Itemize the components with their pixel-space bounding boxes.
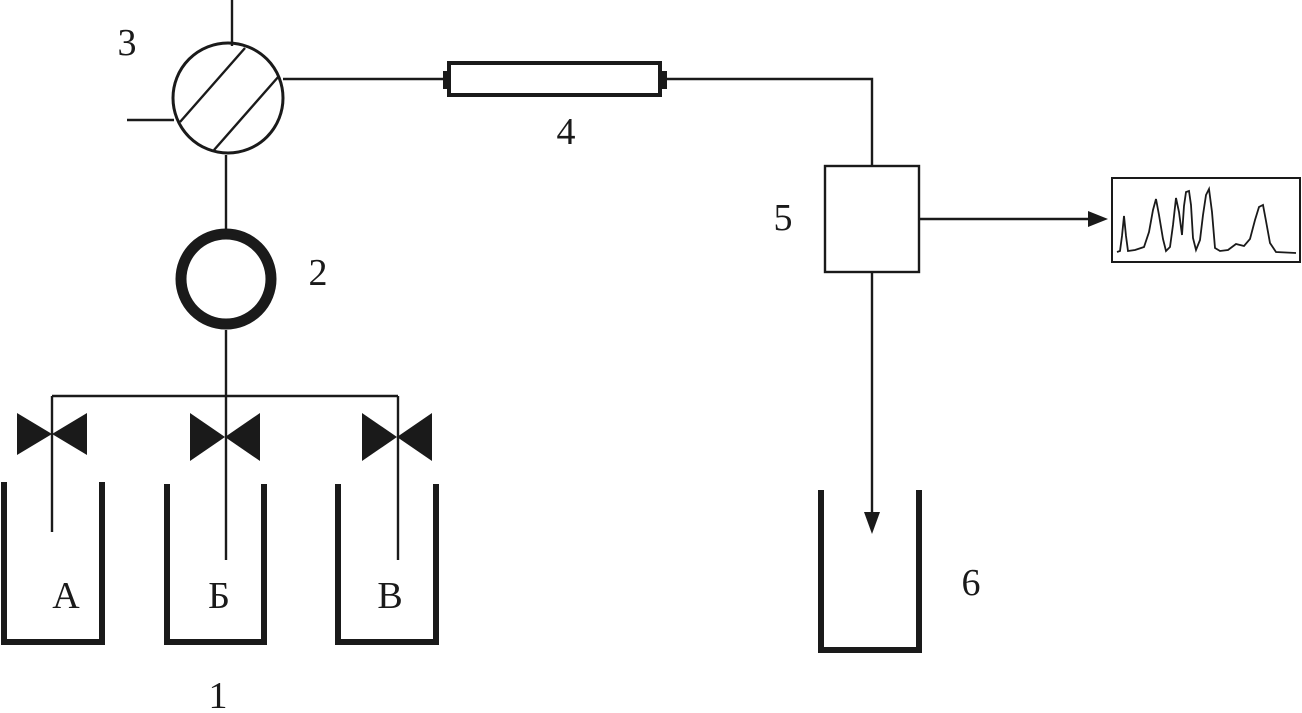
solvent-label-a: А — [52, 575, 80, 617]
waste-label: 6 — [962, 562, 981, 604]
solvent-manifold — [50, 330, 400, 560]
chromatogram — [1111, 177, 1301, 263]
detector-label: 5 — [774, 197, 793, 239]
detector — [823, 164, 921, 274]
waste-container — [818, 490, 922, 653]
valve-c — [362, 413, 432, 461]
column-label: 4 — [557, 111, 576, 153]
pump-label: 2 — [309, 252, 328, 294]
signal-arrow-head — [1088, 211, 1108, 227]
reservoirs-label: 1 — [209, 675, 228, 713]
solvent-label-b: Б — [208, 575, 230, 617]
reservoir-c — [335, 484, 439, 645]
valve-a — [17, 413, 87, 455]
waste-arrow-head — [864, 512, 880, 534]
solvent-label-c: В — [377, 575, 402, 617]
valve-b — [190, 413, 260, 461]
pump — [175, 228, 277, 330]
injector-valve — [127, 0, 285, 155]
column — [443, 61, 667, 97]
reservoir-b — [164, 484, 267, 645]
injector-label: 3 — [118, 22, 137, 64]
reservoir-a — [1, 482, 105, 645]
